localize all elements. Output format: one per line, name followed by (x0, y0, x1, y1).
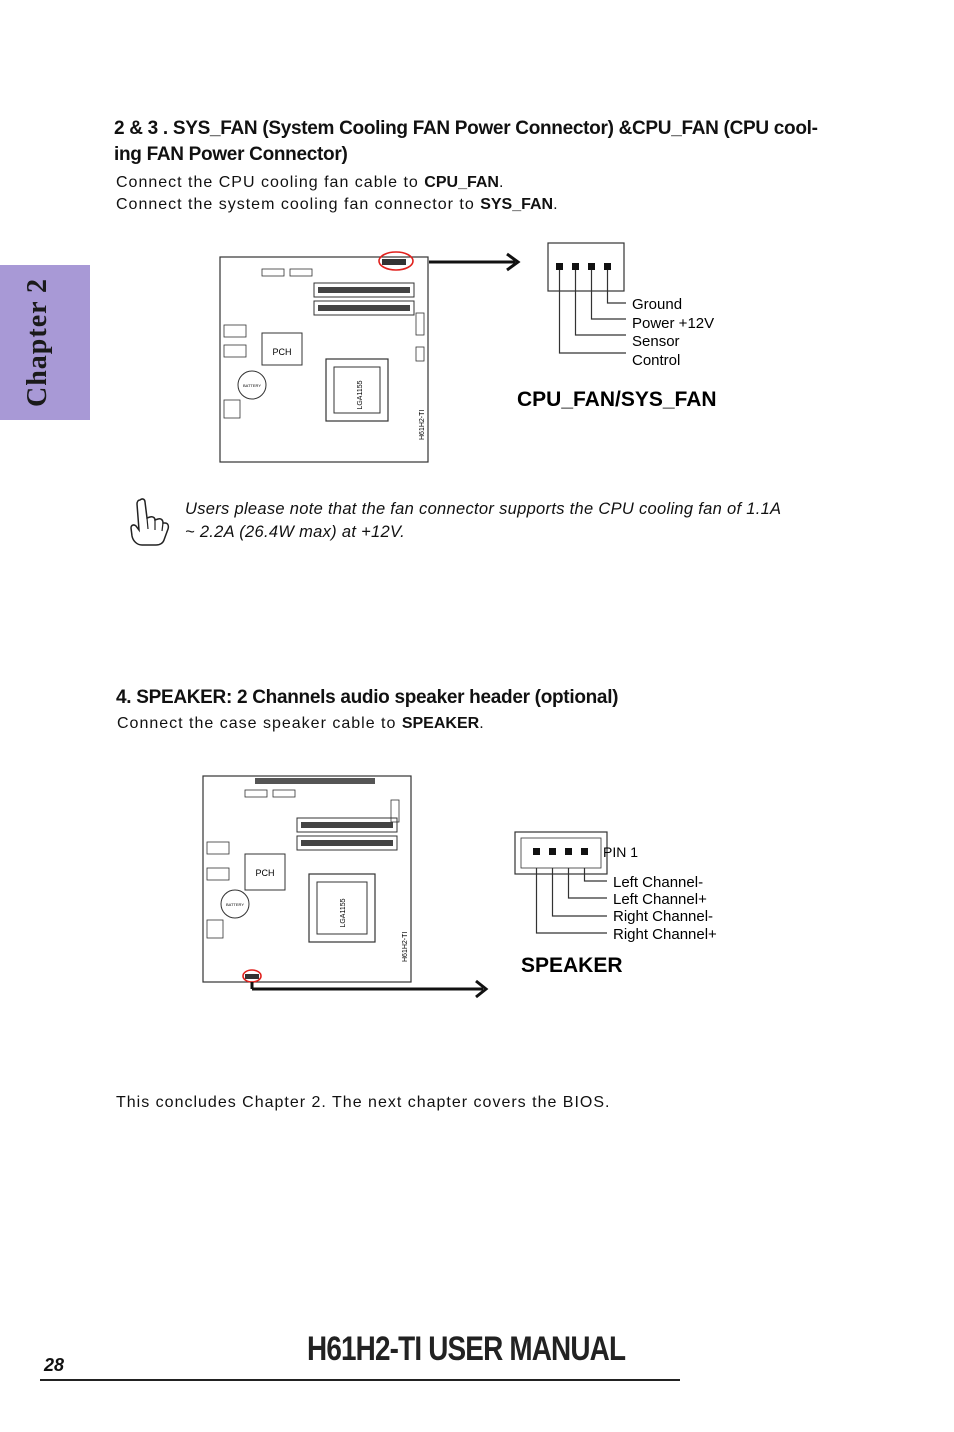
pin-left-plus-label: Left Channel+ (613, 891, 707, 908)
speaker-line-suffix: . (479, 715, 485, 732)
section1-body: Connect the CPU cooling fan cable to CPU… (116, 172, 559, 216)
section1-line1: Connect the CPU cooling fan cable to CPU… (116, 172, 559, 194)
pin1-label: PIN 1 (603, 844, 638, 860)
speaker-connector-diagram: PIN 1 Left Channel- Left Channel+ Right … (514, 831, 717, 977)
fan-connector-diagram: Ground Power +12V Sensor Control CPU_FAN… (517, 242, 717, 411)
line2-suffix: . (553, 196, 559, 213)
pin-left-minus-label: Left Channel- (613, 874, 703, 891)
page-number: 28 (44, 1355, 65, 1375)
conclusion-text: This concludes Chapter 2. The next chapt… (116, 1094, 611, 1111)
battery-label-2: BATTERY (226, 902, 244, 907)
pin-ground-label: Ground (632, 296, 682, 313)
section1-heading-line2: ing FAN Power Connector) (114, 144, 348, 165)
pin-right-plus-label: Right Channel+ (613, 926, 717, 943)
socket-label-1: LGA1155 (357, 380, 364, 409)
chapter-tab: Chapter 2 (0, 265, 90, 420)
pin-control-label: Control (632, 352, 680, 369)
footer-rule (40, 1379, 680, 1381)
note-line1: Users please note that the fan connector… (185, 500, 782, 518)
fan-highlight-circle (378, 251, 414, 271)
pointer-arrowhead-2 (475, 979, 489, 999)
figure-speaker: PCH LGA1155 BATTERY H61H2-TI PIN 1 Left … (202, 775, 717, 999)
section2-body: Connect the case speaker cable to SPEAKE… (117, 713, 485, 735)
section2-heading: 4. SPEAKER: 2 Channels audio speaker hea… (116, 687, 619, 708)
sys-fan-bold: SYS_FAN (480, 196, 554, 213)
section1-heading-line1: 2 & 3 . SYS_FAN (System Cooling FAN Powe… (114, 118, 818, 139)
line2-text: Connect the system cooling fan connector… (116, 196, 481, 213)
manual-title: H61H2-TI USER MANUAL (307, 1330, 626, 1368)
cpu-fan-bold: CPU_FAN (424, 174, 499, 191)
figure-cpu-sys-fan: PCH LGA1155 BATTERY H61H2-TI Ground Powe… (219, 242, 717, 463)
socket-label-2: LGA1155 (340, 898, 347, 927)
section1-line2: Connect the system cooling fan connector… (116, 194, 559, 216)
line1-text: Connect the CPU cooling fan cable to (116, 174, 425, 191)
figure1-caption: CPU_FAN/SYS_FAN (517, 388, 717, 411)
fan-note: Users please note that the fan connector… (185, 498, 781, 544)
chapter-label: Chapter 2 (22, 277, 53, 408)
pch-label-2: PCH (255, 868, 274, 878)
speaker-line-text: Connect the case speaker cable to (117, 715, 402, 732)
pin-power-label: Power +12V (632, 315, 714, 332)
pch-label-1: PCH (272, 347, 291, 357)
pointing-hand-icon (130, 498, 170, 546)
section1-heading: 2 & 3 . SYS_FAN (System Cooling FAN Powe… (114, 116, 818, 168)
model-label-1: H61H2-TI (419, 410, 426, 440)
pin-sensor-label: Sensor (632, 333, 680, 350)
battery-label-1: BATTERY (243, 383, 261, 388)
pin-right-minus-label: Right Channel- (613, 908, 713, 925)
pointer-arrowhead-1 (506, 252, 521, 272)
line1-suffix: . (498, 174, 505, 191)
figure2-caption: SPEAKER (521, 954, 623, 977)
motherboard-diagram-2: PCH LGA1155 BATTERY H61H2-TI (202, 775, 412, 983)
note-line2: ~ 2.2A (26.4W max) at +12V. (185, 523, 405, 541)
speaker-bold: SPEAKER (401, 715, 480, 732)
model-label-2: H61H2-TI (402, 932, 409, 962)
motherboard-diagram-1: PCH LGA1155 BATTERY H61H2-TI (219, 251, 429, 463)
